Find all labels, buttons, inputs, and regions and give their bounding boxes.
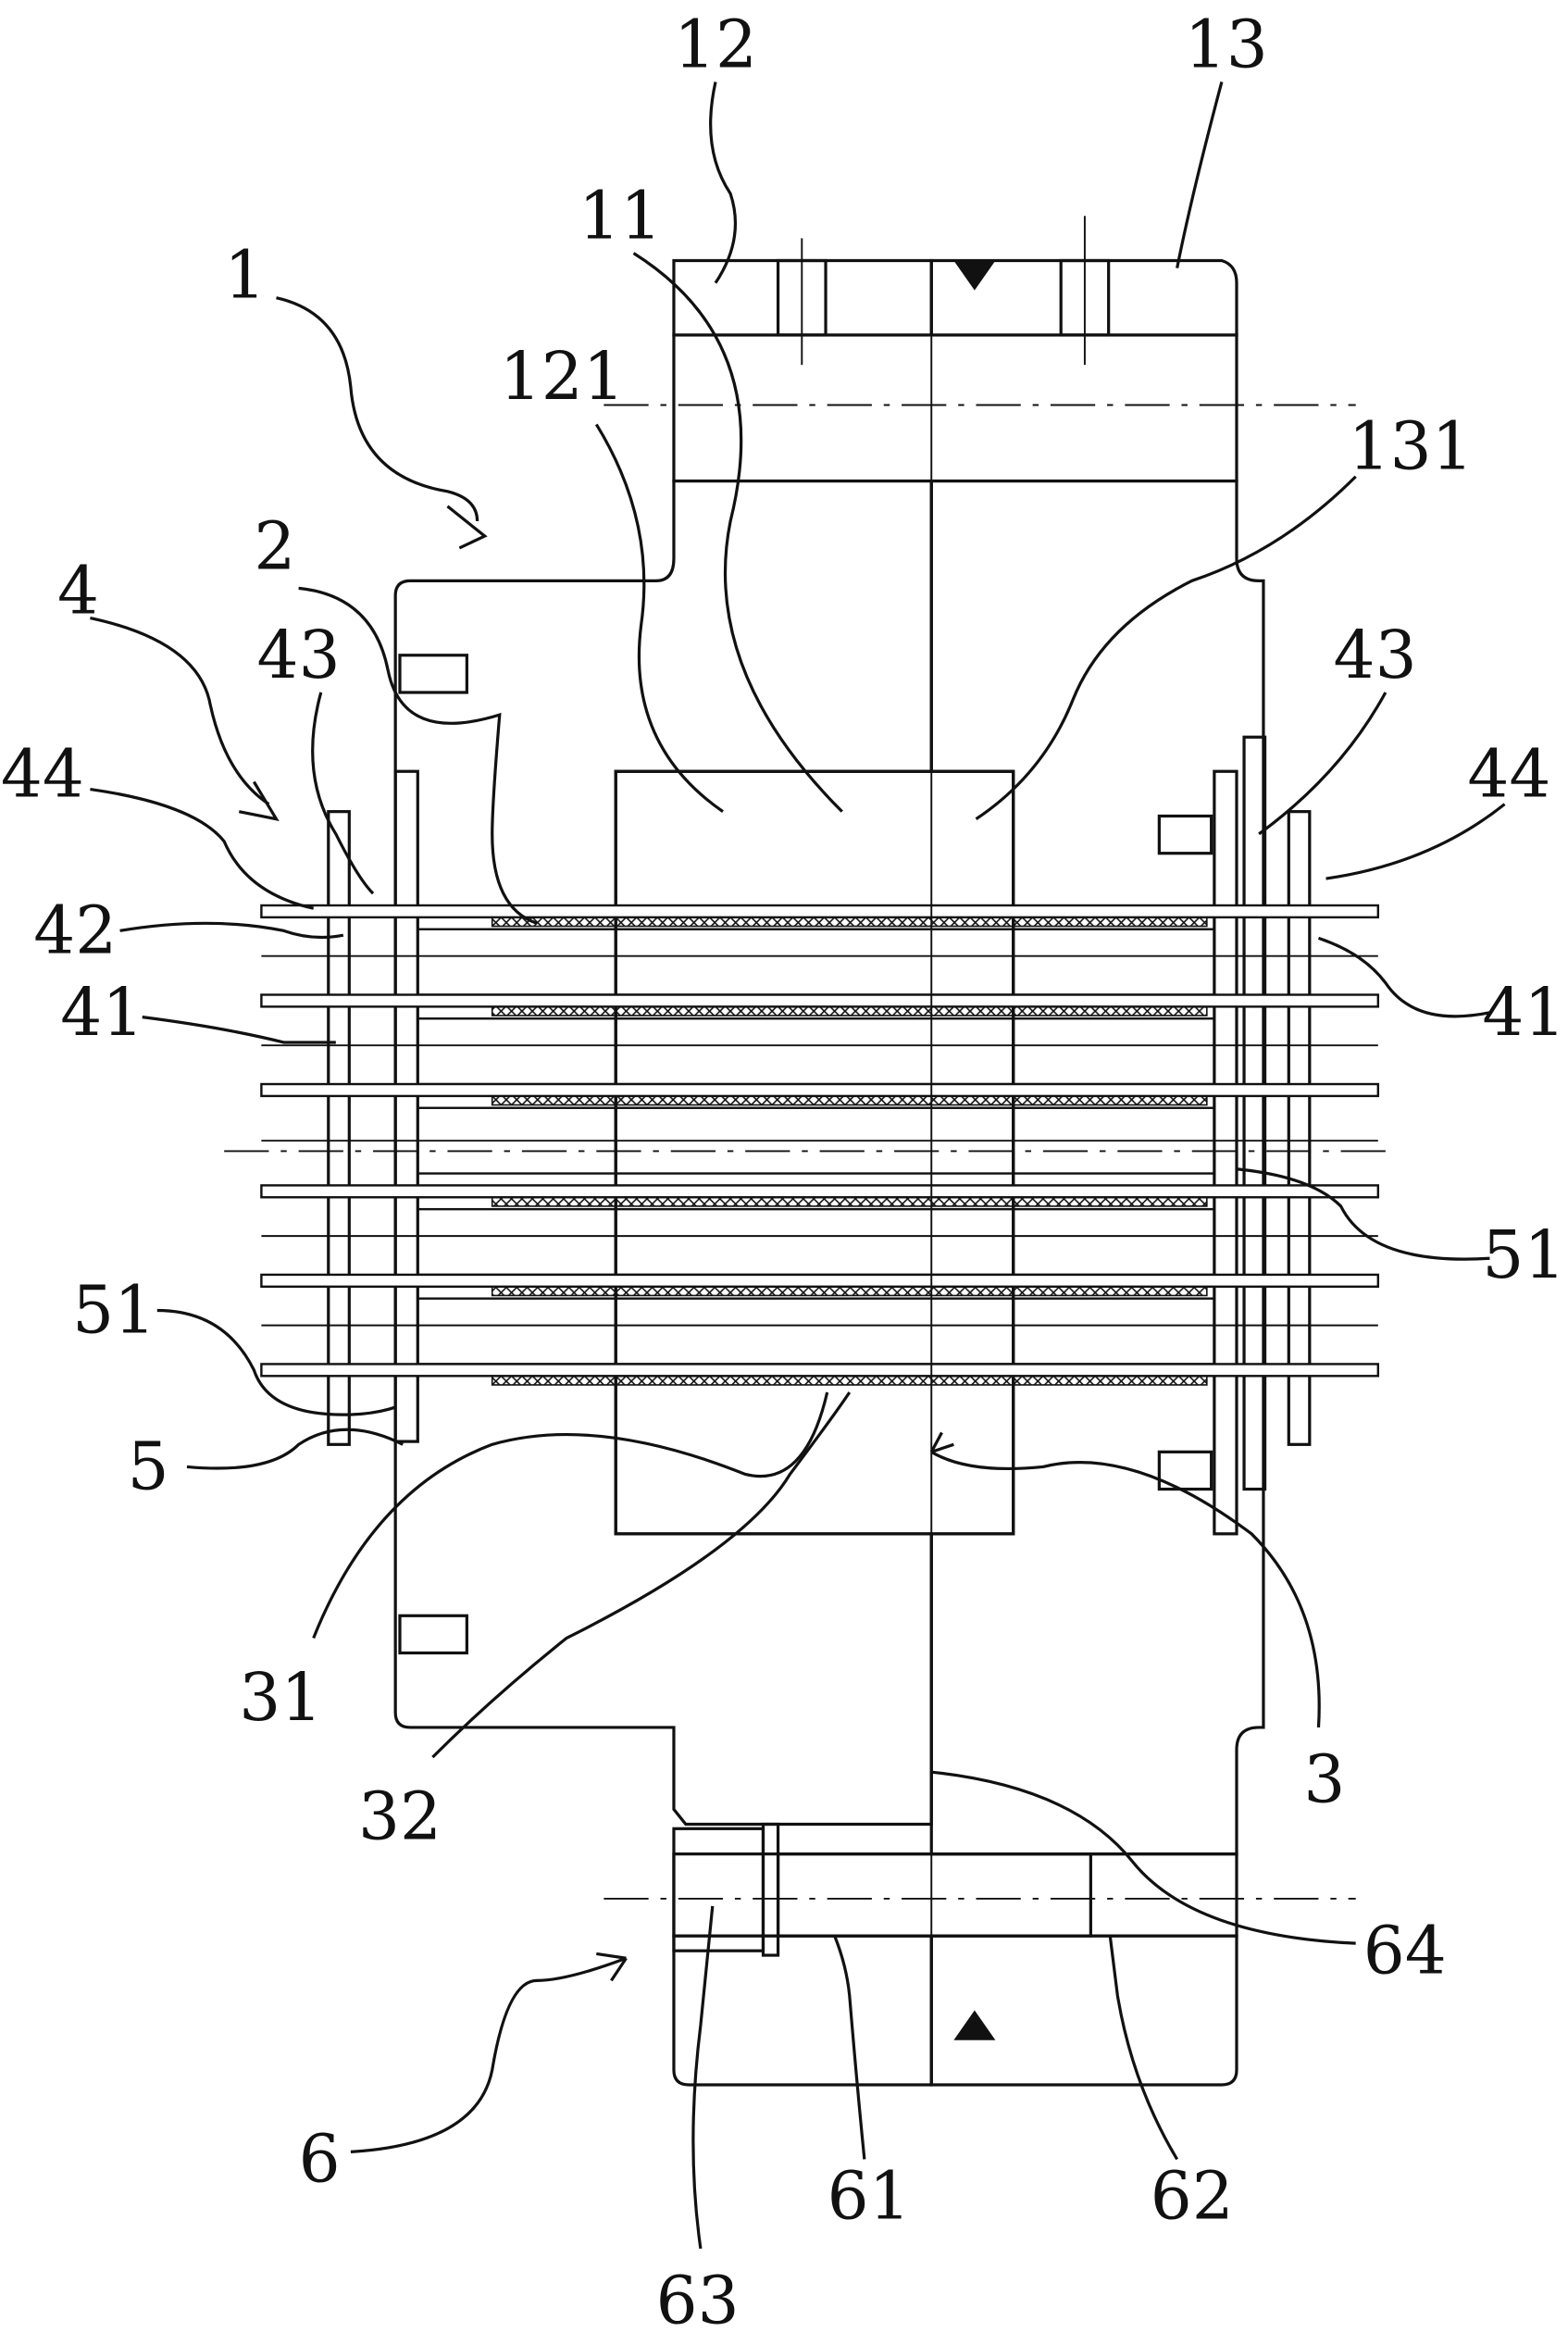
reference-label: 51: [1482, 1216, 1565, 1293]
reference-label: 51: [72, 1272, 156, 1349]
heat-exchange-tube: [261, 1084, 1377, 1174]
heat-exchange-tube: [261, 1185, 1377, 1275]
reference-label: 11: [579, 177, 662, 254]
reference-label: 41: [1482, 974, 1565, 1051]
reference-label: 5: [128, 1428, 169, 1505]
reference-label: 44: [1, 736, 84, 813]
reference-label: 63: [656, 2262, 740, 2332]
heat-exchange-tube: [261, 995, 1377, 1085]
reference-label: 1: [224, 237, 266, 314]
reference-label: 42: [33, 892, 117, 968]
tube-sheet-right-inner: [1214, 771, 1237, 1534]
bolt-upper-left: [400, 655, 467, 692]
heat-exchange-tube: [261, 1364, 1377, 1385]
bolt-lower-left: [400, 1615, 467, 1652]
reference-label: 131: [1349, 408, 1474, 485]
reference-label: 2: [254, 507, 295, 584]
reference-label: 13: [1185, 6, 1268, 82]
heat-exchange-tube: [261, 905, 1377, 995]
reference-label: 6: [299, 2121, 341, 2198]
leader-lines: [90, 81, 1504, 2248]
chamber-3: [616, 771, 1013, 1534]
reference-label: 61: [828, 2158, 911, 2235]
bottom-flange: [674, 1824, 1237, 2084]
reference-label: 41: [60, 974, 143, 1051]
reference-label: 32: [358, 1778, 442, 1855]
tube-bundle: [261, 905, 1377, 1385]
tube-sheet-left-inner: [395, 771, 417, 1441]
reference-label: 31: [239, 1659, 322, 1736]
reference-label: 121: [500, 338, 625, 415]
top-flange-12: [674, 260, 1237, 480]
bolt-upper-right: [1159, 816, 1211, 853]
reference-label: 44: [1467, 736, 1550, 813]
heat-exchange-tube: [261, 1275, 1377, 1365]
reference-label: 3: [1303, 1740, 1345, 1817]
reference-label: 4: [57, 553, 99, 630]
body-left-half: [395, 481, 931, 1825]
reference-label: 64: [1363, 1912, 1447, 1989]
reference-label: 43: [1334, 617, 1417, 693]
reference-label: 62: [1151, 2158, 1234, 2235]
reference-label: 43: [257, 617, 341, 693]
reference-label: 12: [674, 6, 757, 82]
